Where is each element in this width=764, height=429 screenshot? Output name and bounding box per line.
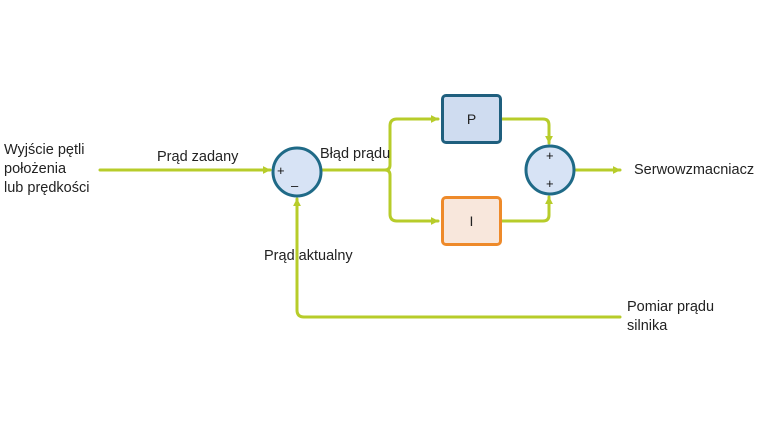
sum1-plus-sign: + <box>277 163 285 178</box>
error-label: Błąd prądu <box>320 146 391 162</box>
sum2-top-plus-sign: + <box>546 148 554 163</box>
summing-junction-2 <box>524 144 576 196</box>
feedback-line <box>293 197 622 319</box>
input-label-line-3: lub prędkości <box>4 180 90 196</box>
output-label: Serwowzmacniacz <box>634 162 755 178</box>
i-to-sum2-line <box>500 195 553 223</box>
sum1-minus-sign: – <box>291 178 299 193</box>
input-label-line-1: Wyjście pętli <box>4 142 85 158</box>
sum2-bottom-plus-sign: + <box>546 176 554 191</box>
p-block: P <box>441 94 502 144</box>
setpoint-label: Prąd zadany <box>157 149 239 165</box>
error-branch-to-i <box>383 168 440 225</box>
actual-current-label: Prąd aktualny <box>264 248 353 264</box>
i-block: I <box>441 196 502 246</box>
measurement-label: Pomiar prądu silnika <box>627 298 714 336</box>
p-block-label: P <box>466 111 477 127</box>
i-block-label: I <box>469 213 474 229</box>
measurement-label-line-2: silnika <box>627 318 668 334</box>
p-to-sum2-line <box>500 117 553 145</box>
input-label-line-2: położenia <box>4 161 67 177</box>
summing-junction-1 <box>271 146 323 198</box>
input-label: Wyjście pętli położenia lub prędkości <box>4 141 89 198</box>
measurement-label-line-1: Pomiar prądu <box>627 299 715 315</box>
